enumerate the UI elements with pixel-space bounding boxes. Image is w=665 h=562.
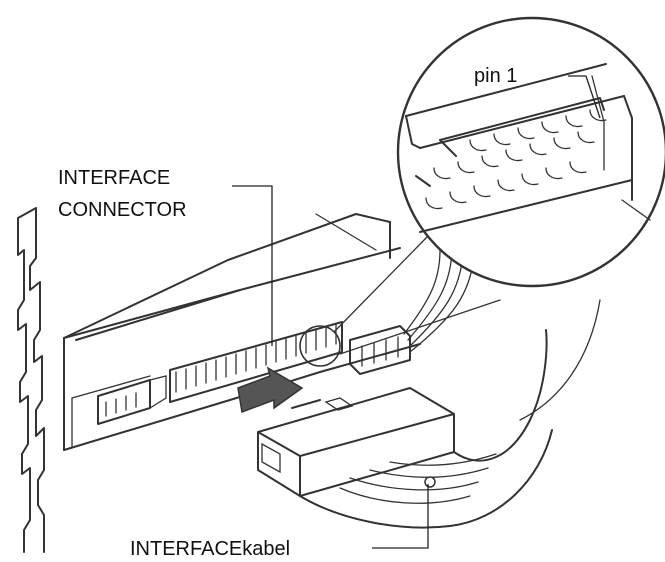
zoom-callout [299,16,665,367]
case-side-panel [17,207,45,553]
insert-arrow-icon [237,366,304,414]
cable-leader [372,484,429,549]
interface-cable [257,299,601,529]
interface-connector-label-line1: INTERFACE [58,167,170,189]
optical-drive [63,213,475,451]
pin1-label: pin 1 [474,65,517,87]
pin1-leader [568,75,601,119]
interface-cable-label: INTERFACEkabel [130,538,290,560]
connector-leader [232,185,273,346]
connector-pins [425,109,607,210]
interface-connector-label-line2: CONNECTOR [58,199,187,221]
